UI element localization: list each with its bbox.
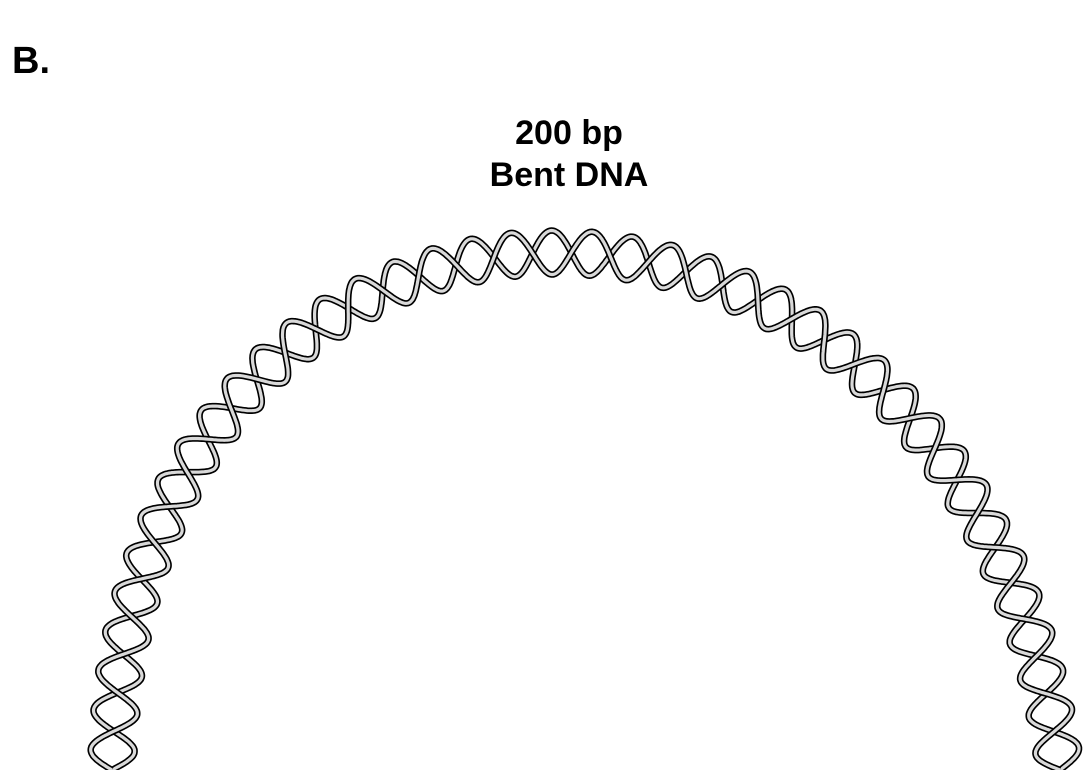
strand-a-outline [94,231,1080,770]
diagram-title: 200 bp Bent DNA [469,112,669,196]
strand-b-outline [91,232,1072,770]
dna-double-helix [91,231,1079,770]
strand-b-fill [91,232,1072,770]
bent-dna-caption: Bent DNA [469,154,669,196]
length-label: 200 bp [469,112,669,154]
strand-a-fill [94,231,1080,770]
